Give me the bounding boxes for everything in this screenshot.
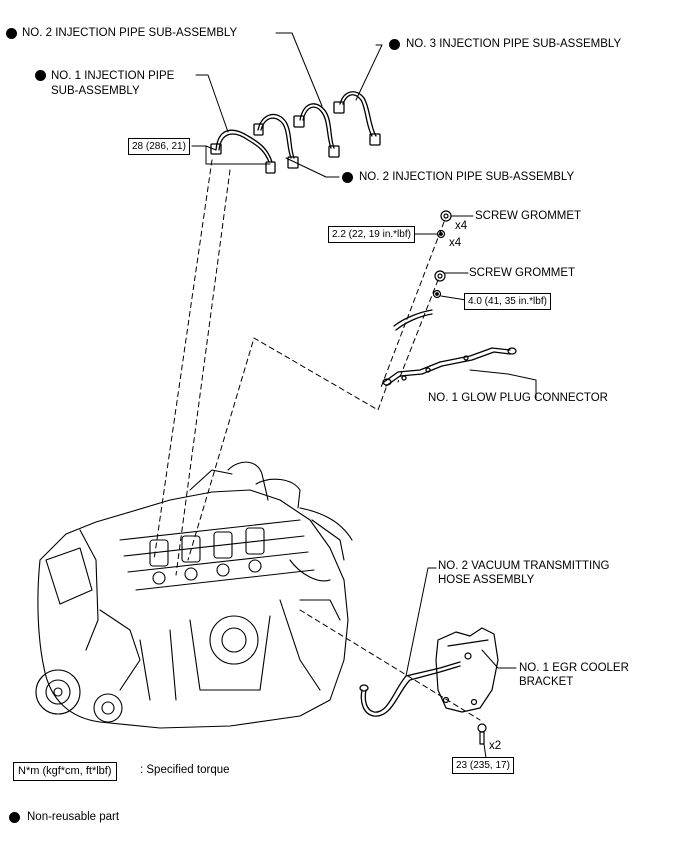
no2-injection-pipe-a: [253, 113, 299, 169]
dashed-guides: [153, 159, 481, 721]
nonreusable-marker-no1: [35, 70, 46, 81]
no2-injection-pipe-b: [293, 103, 340, 158]
label-vacuum-hose-line1: NO. 2 VACUUM TRANSMITTING: [438, 560, 610, 572]
label-glow-plug-connector: NO. 1 GLOW PLUG CONNECTOR: [428, 392, 608, 404]
nonreusable-marker-no3: [389, 39, 400, 50]
glow-plug-leader: [469, 369, 537, 399]
label-no2-injection-pipe-top: NO. 2 INJECTION PIPE SUB-ASSEMBLY: [22, 27, 238, 39]
torque-bracket: 23 (235, 17): [452, 757, 514, 774]
legend-nonreusable-marker: [9, 812, 20, 823]
no1-injection-pipe: [210, 129, 276, 174]
legend-nonreusable-text: Non-reusable part: [27, 811, 120, 823]
label-screw-grommet-2: SCREW GROMMET: [469, 267, 576, 279]
label-egr-bracket-line2: BRACKET: [519, 676, 574, 688]
label-egr-bracket-line1: NO. 1 EGR COOLER: [519, 662, 629, 674]
qty-x2: x2: [489, 740, 502, 752]
qty-x4-b: x4: [449, 237, 462, 249]
torque-nut-small: 2.2 (22, 19 in.*lbf): [328, 226, 415, 243]
legend-torque-text: : Specified torque: [140, 764, 230, 776]
qty-x4-a: x4: [455, 220, 468, 232]
label-no1-injection-pipe-line1: NO. 1 INJECTION PIPE: [51, 70, 175, 82]
bracket-bolt: [477, 723, 487, 745]
vacuum-hose-leader: [405, 567, 437, 677]
bolt-leader: [483, 743, 487, 759]
torque-connector: 4.0 (41, 35 in.*lbf): [464, 293, 551, 310]
nonreusable-marker-no2-top: [6, 28, 17, 39]
egr-cooler-bracket: [435, 627, 499, 713]
egr-leader: [481, 649, 517, 669]
engine-assembly: [35, 461, 353, 729]
grommet-leaders: [410, 215, 474, 301]
label-no1-injection-pipe-line2: SUB-ASSEMBLY: [51, 85, 140, 97]
no3-injection-pipe: [333, 91, 381, 146]
glow-plug-connector: [382, 309, 517, 387]
label-vacuum-hose-line2: HOSE ASSEMBLY: [438, 574, 535, 586]
nonreusable-marker-no2-mid: [342, 172, 353, 183]
no2-vacuum-transmitting-hose: [359, 661, 461, 717]
label-no3-injection-pipe: NO. 3 INJECTION PIPE SUB-ASSEMBLY: [406, 38, 622, 50]
legend-torque-box: N*m (kgf*cm, ft*lbf): [13, 762, 117, 781]
label-no2-injection-pipe-mid: NO. 2 INJECTION PIPE SUB-ASSEMBLY: [359, 171, 575, 183]
label-screw-grommet-1: SCREW GROMMET: [475, 210, 582, 222]
pipe-leaders: [191, 32, 383, 178]
torque-pipe: 28 (286, 21): [128, 138, 190, 155]
